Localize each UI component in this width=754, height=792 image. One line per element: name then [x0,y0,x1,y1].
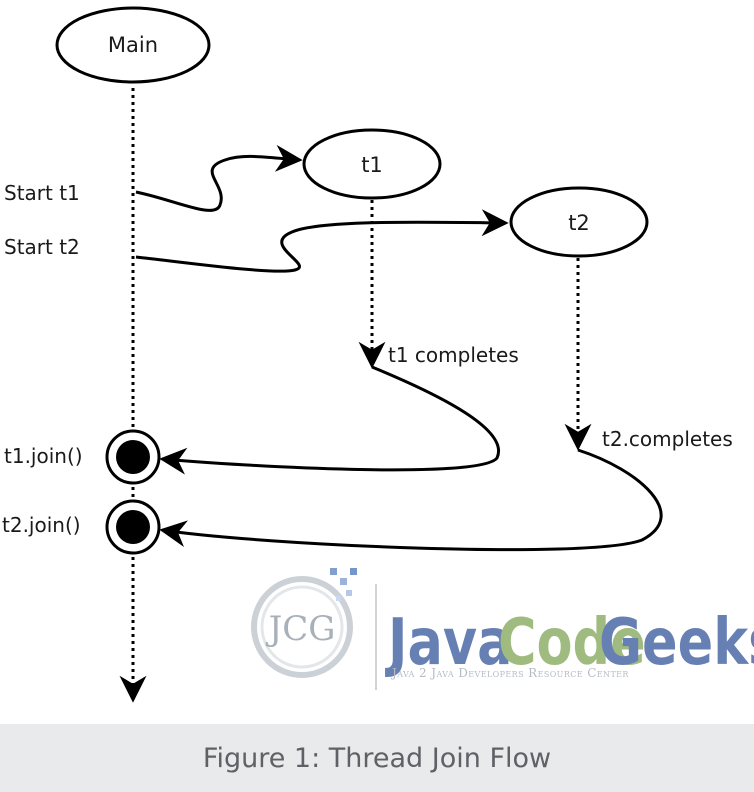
t2-completes-label: t2.completes [602,427,733,451]
t1-join-arrow [159,365,501,475]
watermark: JCG Java Code Geeks Java 2 Java Develope… [251,568,754,690]
main-node: Main [55,6,211,84]
t1-node-label: t1 [361,153,383,177]
t2-node-label: t2 [568,211,590,235]
t2-join-point [105,499,161,555]
figure-caption: Figure 1: Thread Join Flow [202,742,552,774]
watermark-code: Code [498,605,646,679]
diagram-frame: JCG Java Code Geeks Java 2 Java Develope… [0,0,754,724]
watermark-tagline: Java 2 Java Developers Resource Center [390,666,629,680]
thread-join-diagram: JCG Java Code Geeks Java 2 Java Develope… [2,6,754,703]
jcg-badge-text: JCG [266,609,336,649]
t2-join-arrow [159,448,663,552]
jcg-badge-icon: JCG [251,568,357,678]
main-node-label: Main [108,33,158,57]
t2-node: t2 [509,186,649,258]
t2-join-label: t2.join() [2,513,81,537]
watermark-java: Java [384,605,512,679]
watermark-geeks: Geeks [599,605,754,679]
t1-node: t1 [302,128,442,200]
t1-join-label: t1.join() [4,444,83,468]
start-t1-arrow [135,144,303,212]
start-t2-arrow [135,209,509,273]
start-t1-label: Start t1 [4,181,80,205]
t1-completes-label: t1 completes [388,343,519,367]
start-t2-label: Start t2 [4,235,80,259]
t1-join-point [105,429,161,485]
